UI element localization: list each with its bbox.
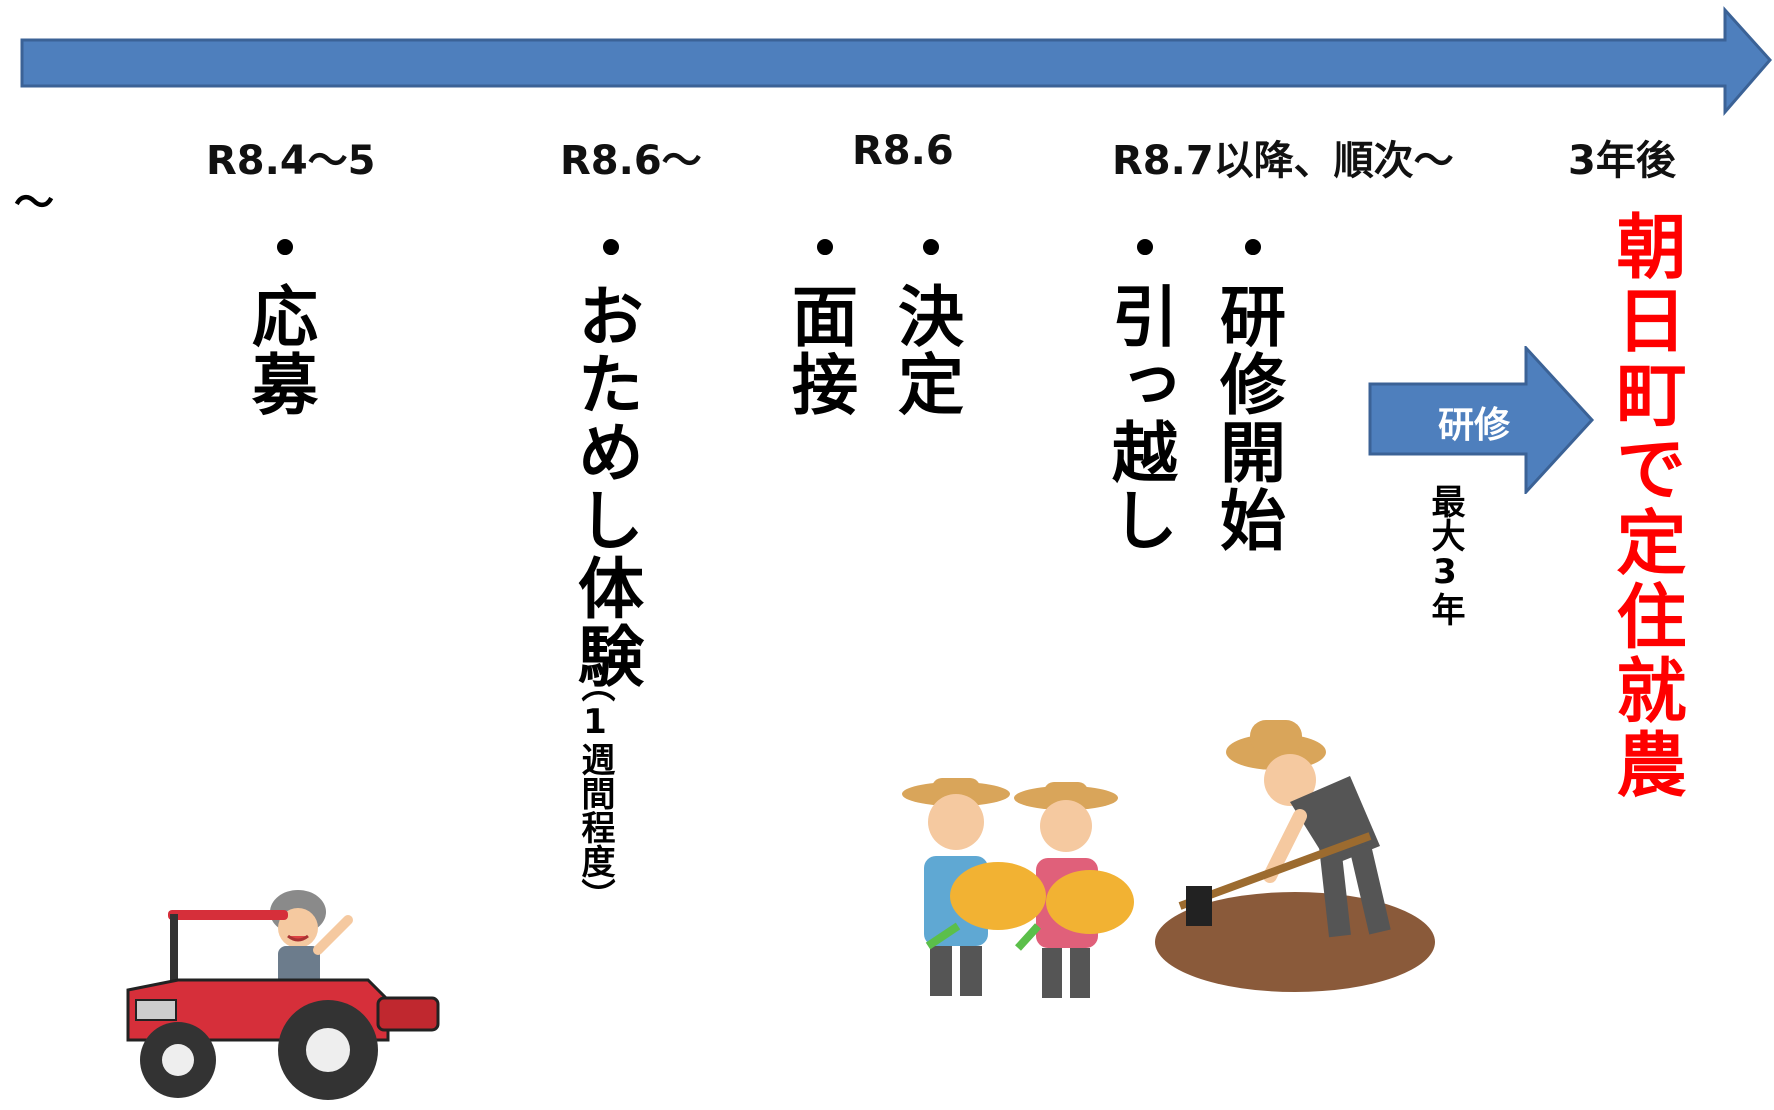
date-decision: R8.6	[852, 128, 954, 174]
training-arrow-label: 研修	[1437, 405, 1510, 446]
step-training: ・研修開始	[1209, 214, 1286, 554]
step-apply-label: 応募	[241, 282, 318, 418]
hoeing-farmer-illustration	[1155, 720, 1435, 992]
date-trial: R8.6～	[560, 138, 702, 184]
step-decision-label: 決定	[887, 282, 964, 418]
training-duration: 最大3年	[1425, 484, 1465, 626]
step-trial: ・おためし体験	[567, 214, 644, 690]
tractor-farmer-illustration	[126, 890, 440, 1100]
bullet: ・	[241, 214, 318, 282]
step-move-label: 引っ越し	[1101, 282, 1178, 554]
step-trial-label: おためし体験	[567, 282, 644, 690]
goal-text: 朝日町で定住就農	[1605, 210, 1687, 802]
date-apply: R8.4～5	[206, 138, 376, 184]
bullet: ・	[887, 214, 964, 282]
bullet: ・	[1101, 214, 1178, 282]
date-goal: 3年後	[1568, 138, 1676, 184]
step-training-label: 研修開始	[1209, 282, 1286, 554]
step-decision: ・決定	[887, 214, 964, 418]
date-training: R8.7以降、順次～	[1112, 138, 1454, 184]
bullet: ・	[781, 214, 858, 282]
bullet: ・	[567, 214, 644, 282]
step-interview: ・面接	[781, 214, 858, 418]
timeline-arrow	[20, 6, 1773, 117]
rice-harvest-couple-illustration	[902, 778, 1134, 998]
start-marker: ～	[14, 180, 54, 226]
training-arrow	[1368, 346, 1595, 494]
bullet: ・	[1209, 214, 1286, 282]
step-apply: ・応募	[241, 214, 318, 418]
step-trial-note: （1週間程度）	[575, 668, 615, 912]
step-move: ・引っ越し	[1101, 214, 1178, 554]
step-interview-label: 面接	[781, 282, 858, 418]
